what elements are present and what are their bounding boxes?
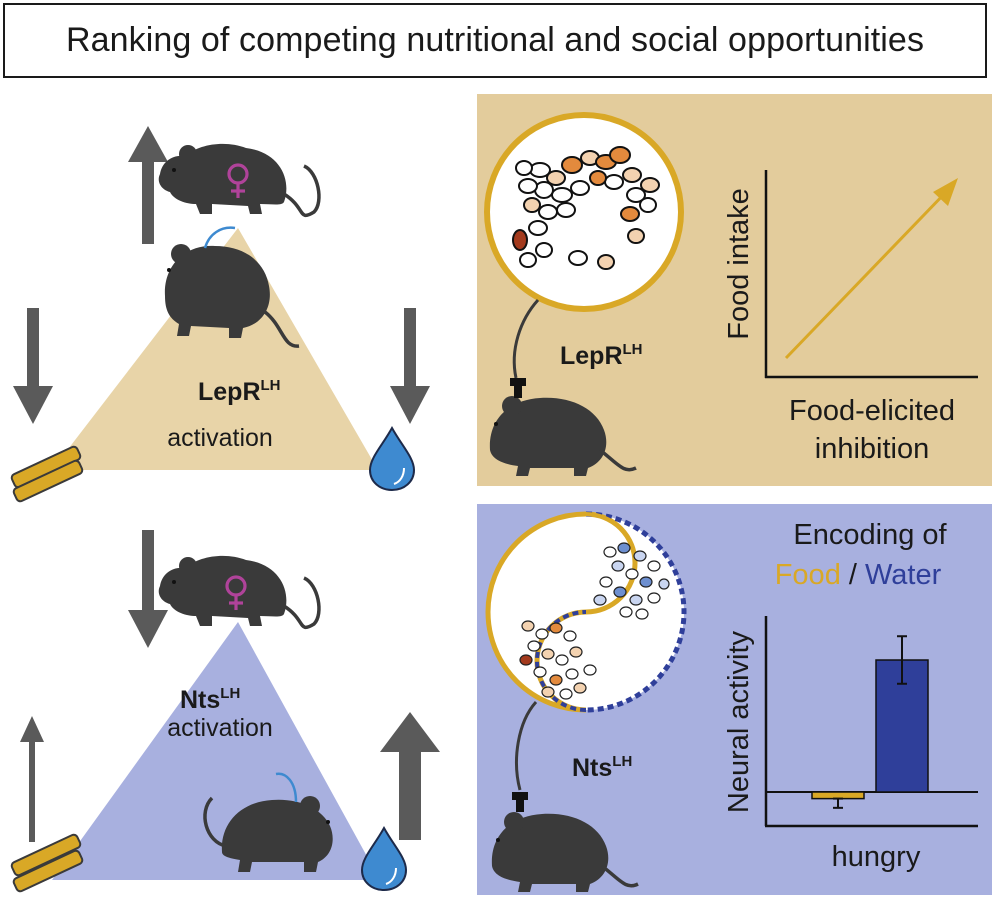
food-pellet-icon [10, 833, 83, 892]
water-drop-icon [362, 828, 406, 890]
down-arrow-icon [390, 308, 430, 424]
down-arrow-icon [13, 308, 53, 424]
up-arrow-icon [20, 716, 44, 842]
lepr-triangle-group: LepRLH activation [10, 126, 430, 503]
bar-water [876, 660, 928, 792]
lepr-panel-mouse-label: LepRLH [560, 341, 643, 370]
female-symbol [227, 577, 245, 610]
nts-heading-line1: Encoding of [793, 519, 947, 551]
nts-panel-mouse-label: NtsLH [572, 753, 632, 782]
fiber-optic-icon [510, 378, 526, 398]
mouse-icon [490, 378, 636, 476]
lepr-triangle-subtitle: activation [167, 424, 273, 452]
nts-triangle-subtitle: activation [167, 714, 273, 742]
error-bar-water [897, 636, 907, 684]
nts-ylabel: Neural activity [723, 630, 755, 813]
lepr-triangle [52, 228, 378, 470]
mouse-icon [205, 774, 333, 872]
up-arrow-icon [128, 126, 168, 244]
figure-title: Ranking of competing nutritional and soc… [66, 21, 924, 60]
food-word: Food [775, 559, 841, 591]
lepr-xlabel-line1: Food-elicited [789, 395, 955, 427]
fiber-optic-icon [512, 792, 528, 812]
female-symbol [229, 165, 247, 198]
lepr-panel: LepRLH Food intake Food-elicited inhibit… [477, 94, 992, 486]
female-mouse-icon [159, 556, 319, 628]
up-arrow-icon [380, 712, 440, 840]
bar-food [812, 792, 864, 799]
bar-layer [812, 636, 928, 808]
female-mouse-icon [159, 144, 319, 216]
nts-xlabel: hungry [832, 841, 921, 873]
lepr-triangle-name: LepRLH [198, 377, 281, 406]
lepr-imaging-field [487, 115, 681, 309]
lepr-xlabel-line2: inhibition [815, 433, 929, 465]
nts-neurons-food [520, 621, 596, 699]
fiber-optic-icon [276, 774, 296, 802]
nts-neurons-water [594, 543, 669, 619]
title-box: Ranking of competing nutritional and soc… [3, 3, 987, 78]
lepr-ylabel: Food intake [723, 188, 755, 340]
nts-triangle-name: NtsLH [180, 685, 240, 714]
food-pellet-icon [10, 445, 83, 502]
nts-imaging-field [488, 514, 684, 710]
fiber-optic-icon [205, 228, 235, 248]
mouse-icon [165, 228, 299, 346]
down-arrow-icon [128, 530, 168, 648]
water-word: Water [865, 559, 942, 591]
mouse-icon [492, 792, 638, 892]
slash: / [841, 559, 865, 591]
lepr-correlation-plot: Food intake Food-elicited inhibition [723, 170, 978, 465]
error-bar-food [833, 799, 843, 808]
water-drop-icon [370, 428, 414, 490]
nts-bar-chart: Neural activity hungry [723, 616, 978, 873]
nts-heading-line2: Food / Water [775, 559, 942, 591]
lepr-neurons [513, 147, 659, 269]
nts-triangle [52, 622, 380, 880]
nts-triangle-group: NtsLH activation [10, 530, 440, 893]
nts-panel: NtsLH Encoding of Food / Water Neural ac… [477, 504, 992, 895]
